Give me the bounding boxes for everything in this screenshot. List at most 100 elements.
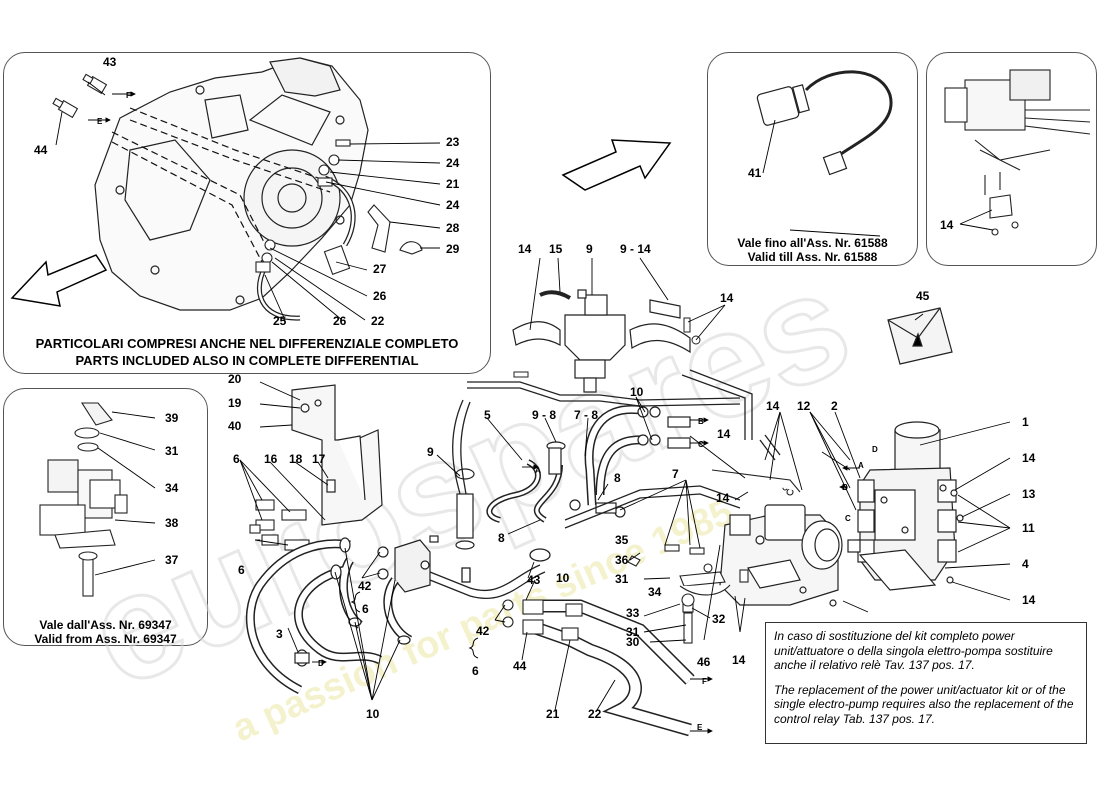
callout-41: 41 (748, 166, 762, 180)
caption-reservoir-en: Valid from Ass. Nr. 69347 (34, 632, 177, 646)
arrow-right-outline (561, 139, 672, 191)
letter-c-right: C (845, 514, 851, 523)
callout-14-pump: 14 (766, 399, 780, 413)
callout-28: 28 (446, 221, 460, 235)
letter-c: C (698, 440, 704, 449)
callout-39: 39 (165, 411, 179, 425)
callout-31-mid: 31 (615, 572, 629, 586)
callout-37: 37 (165, 553, 179, 567)
bracket-14 (512, 290, 691, 354)
callout-33: 33 (626, 606, 640, 620)
callout-34-mid: 34 (648, 585, 662, 599)
callout-43-a: 43 (103, 55, 117, 69)
letter-a: A (535, 466, 541, 475)
callout-14-top-left: 14 (518, 242, 532, 256)
callout-24-b: 24 (446, 198, 460, 212)
callout-6-d: 6 (472, 664, 479, 678)
callout-31-low: 31 (626, 625, 640, 639)
callout-numbers: 43 44 23 24 21 24 28 29 27 26 25 26 22 4… (34, 55, 1036, 721)
callout-14-right-b: 14 (1022, 593, 1036, 607)
callout-9-mid: 9 (427, 445, 434, 459)
callout-45: 45 (916, 289, 930, 303)
callout-4: 4 (1022, 557, 1029, 571)
mount-parts (627, 469, 801, 644)
callout-35: 35 (615, 533, 629, 547)
callout-1: 1 (1022, 415, 1029, 429)
callout-14-right-a: 14 (1022, 451, 1036, 465)
bracket-40 (291, 384, 383, 526)
callout-6-c: 6 (362, 602, 369, 616)
letter-f-bottom: F (702, 677, 707, 686)
callout-27: 27 (373, 262, 387, 276)
panel-sensor-old (707, 52, 918, 266)
callout-40: 40 (228, 419, 242, 433)
power-unit-actuator-1 (829, 421, 964, 607)
callout-5: 5 (484, 408, 491, 422)
letter-f-top: F (126, 91, 131, 100)
callout-20: 20 (228, 372, 242, 386)
callout-44-a: 44 (34, 143, 48, 157)
replacement-note: In caso di sostituzione del kit completo… (765, 622, 1087, 744)
callout-6-a: 6 (233, 452, 240, 466)
letter-b: B (698, 417, 704, 426)
callout-18: 18 (289, 452, 303, 466)
hose-7-8-inner (586, 406, 644, 506)
small-parts-differential (255, 139, 423, 276)
reservoir-9 (564, 289, 626, 393)
bracket-42 (377, 535, 439, 593)
caption-sensor-en: Valid till Ass. Nr. 61588 (747, 250, 878, 264)
callout-3: 3 (276, 627, 283, 641)
fitting-44 (52, 97, 79, 119)
callout-12: 12 (797, 399, 811, 413)
callout-17: 17 (312, 452, 326, 466)
callout-22-a: 22 (371, 314, 385, 328)
pipe-main (452, 369, 781, 529)
caption-differential-en: PARTS INCLUDED ALSO IN COMPLETE DIFFEREN… (75, 353, 419, 368)
callout-36: 36 (615, 553, 629, 567)
hose-5-inner (487, 460, 562, 522)
callout-24-a: 24 (446, 156, 460, 170)
callout-8-a: 8 (614, 471, 621, 485)
callout-34-left: 34 (165, 481, 179, 495)
callout-30: 30 (626, 635, 640, 649)
callout-10-top: 10 (630, 385, 644, 399)
callout-11: 11 (1022, 521, 1035, 535)
note-italian: In caso di sostituzione del kit completo… (774, 629, 1053, 672)
callout-9-top: 9 (586, 242, 593, 256)
braces (350, 591, 479, 659)
sensor-41 (756, 70, 893, 176)
callout-14-mid2: 14 (716, 491, 730, 505)
callout-42-a: 42 (358, 579, 372, 593)
callout-25: 25 (273, 314, 287, 328)
callout-44-b: 44 (513, 659, 527, 673)
hoses-21-22-inner (528, 601, 694, 735)
note-english: The replacement of the power unit/actuat… (774, 682, 1074, 726)
callout-8-b: 8 (498, 531, 505, 545)
valve-assembly-detail (944, 69, 1091, 236)
callout-21-b: 21 (546, 707, 560, 721)
callout-19: 19 (228, 396, 242, 410)
callout-38: 38 (165, 516, 179, 530)
literature-pouch-45 (887, 307, 953, 365)
callout-2: 2 (831, 399, 838, 413)
callout-13: 13 (1022, 487, 1036, 501)
letter-e-top: E (97, 117, 103, 126)
callout-10-mid: 10 (556, 571, 570, 585)
caption-differential-it: PARTICOLARI COMPRESI ANCHE NEL DIFFERENZ… (35, 336, 459, 351)
callout-14-panel: 14 (940, 218, 954, 232)
leader-lines (55, 81, 1011, 711)
callout-21-a: 21 (446, 177, 460, 191)
fitting-43 (82, 73, 108, 95)
callout-14-top-right: 14 (720, 291, 734, 305)
flow-arrows (88, 91, 860, 734)
callout-43-b: 43 (527, 573, 541, 587)
letter-b-right: B (842, 483, 848, 492)
callout-23: 23 (446, 135, 460, 149)
callout-6-b: 6 (238, 563, 245, 577)
callout-31-left: 31 (165, 444, 179, 458)
arrow-left-outline (10, 254, 108, 307)
callout-7-8: 7 - 8 (574, 408, 598, 422)
hose-ends (502, 599, 583, 641)
